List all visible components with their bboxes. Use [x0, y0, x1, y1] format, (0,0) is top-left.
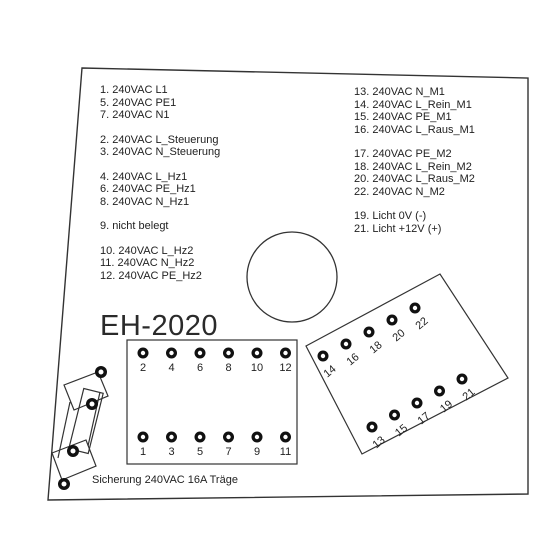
terminal-pin-hole	[197, 350, 203, 356]
pin-number-label: 2	[140, 362, 146, 374]
fuse-contact-icon	[58, 366, 107, 490]
pin-number-label: 3	[168, 446, 174, 458]
left-block-top-row: 2 4 6 8 10 12	[137, 347, 292, 374]
legend-entry: 20. 240VAC L_Raus_M2	[354, 173, 475, 185]
legend-entry: 17. 240VAC PE_M2	[354, 148, 452, 160]
legend-entry: 4. 240VAC L_Hz1	[100, 170, 188, 183]
terminal-pin-hole	[343, 341, 349, 347]
terminal-pin-hole	[392, 412, 397, 418]
legend-entry: 1. 240VAC L1	[100, 84, 168, 96]
legend-entry: 9. nicht belegt	[100, 220, 169, 232]
pin-number-label: 11	[280, 446, 291, 458]
legend-entry: 19. Licht 0V (-)	[354, 210, 427, 222]
legend-entry: 2. 240VAC L_Steuerung	[100, 133, 219, 146]
legend-spacer	[354, 136, 475, 148]
terminal-pin-hole	[226, 434, 231, 440]
pin-number-label: 1	[140, 446, 146, 458]
legend-entry: 18. 240VAC L_Rein_M2	[354, 160, 472, 173]
terminal-pin-hole	[197, 434, 203, 440]
pin-number-label: 16	[345, 351, 362, 368]
right-terminal-block	[305, 273, 509, 455]
legend-entry: 22. 240VAC N_M2	[354, 185, 445, 198]
pin-number-label: 20	[391, 327, 408, 344]
board-title: EH-2020	[100, 310, 218, 342]
pin-number-label: 18	[368, 339, 385, 356]
terminal-pin-hole	[389, 317, 395, 323]
legend-entry: 7. 240VAC N1	[100, 109, 170, 121]
pin-number-label: 22	[414, 315, 431, 332]
terminal-pin-hole	[437, 388, 442, 394]
terminal-pin-hole	[254, 434, 260, 440]
terminal-pin-hole	[169, 350, 174, 356]
legend-entry: 5. 240VAC PE1	[100, 96, 177, 109]
legend-entry: 3. 240VAC N_Steuerung	[100, 146, 221, 158]
mounting-hole	[246, 231, 338, 323]
legend-entry: 13. 240VAC N_M1	[354, 86, 445, 98]
left-terminal-block	[126, 339, 298, 465]
legend-entry: 11. 240VAC N_Hz2	[100, 257, 195, 269]
pin-number-label: 10	[251, 362, 263, 374]
legend-entry: 16. 240VAC L_Raus_M1	[354, 123, 475, 136]
terminal-pin-hole	[283, 434, 288, 440]
legend-entry: 8. 240VAC N_Hz1	[100, 195, 190, 208]
legend-entry: 21. Licht +12V (+)	[354, 222, 442, 235]
terminal-pin-hole	[369, 424, 375, 430]
legend-entry: 12. 240VAC PE_Hz2	[100, 269, 202, 282]
terminal-pin-hole	[459, 376, 465, 382]
legend-spacer	[100, 122, 220, 134]
legend-spacer	[100, 208, 220, 220]
board-outline	[47, 67, 529, 501]
pin-number-label: 6	[197, 362, 203, 374]
terminal-pin-hole	[226, 350, 231, 356]
terminal-pin-hole	[366, 329, 372, 335]
pin-number-label: 4	[168, 362, 174, 374]
pin-number-label: 9	[254, 446, 260, 458]
legend-spacer	[100, 233, 220, 245]
legend-entry: 15. 240VAC PE_M1	[354, 111, 452, 123]
terminal-pin-hole	[412, 305, 418, 311]
terminal-pin-hole	[283, 350, 288, 356]
legend-spacer	[354, 198, 475, 210]
legend-spacer	[100, 159, 220, 171]
right-block-top-row: 14 16 18 20 22	[317, 302, 431, 380]
terminal-pin-hole	[140, 434, 146, 440]
pin-number-label: 21	[461, 386, 478, 403]
legend-entry: 6. 240VAC PE_Hz1	[100, 183, 196, 195]
pin-number-label: 12	[279, 362, 291, 374]
pin-number-label: 7	[225, 446, 231, 458]
terminal-pin-hole	[169, 434, 174, 440]
terminal-pin-hole	[320, 353, 326, 359]
pin-number-label: 14	[322, 363, 339, 380]
legend-entry: 14. 240VAC L_Rein_M1	[354, 98, 472, 111]
terminal-pin-hole	[414, 400, 420, 406]
terminal-pin-hole	[254, 350, 260, 356]
left-block-bottom-row: 1 3 5 7 9 11	[137, 431, 291, 458]
terminal-pin-hole	[140, 350, 146, 356]
pin-number-label: 8	[225, 362, 231, 374]
pin-number-label: 5	[197, 446, 203, 458]
legend-entry: 10. 240VAC L_Hz2	[100, 244, 194, 257]
fuse-label: Sicherung 240VAC 16A Träge	[92, 474, 238, 486]
fuse-holder	[51, 371, 109, 481]
